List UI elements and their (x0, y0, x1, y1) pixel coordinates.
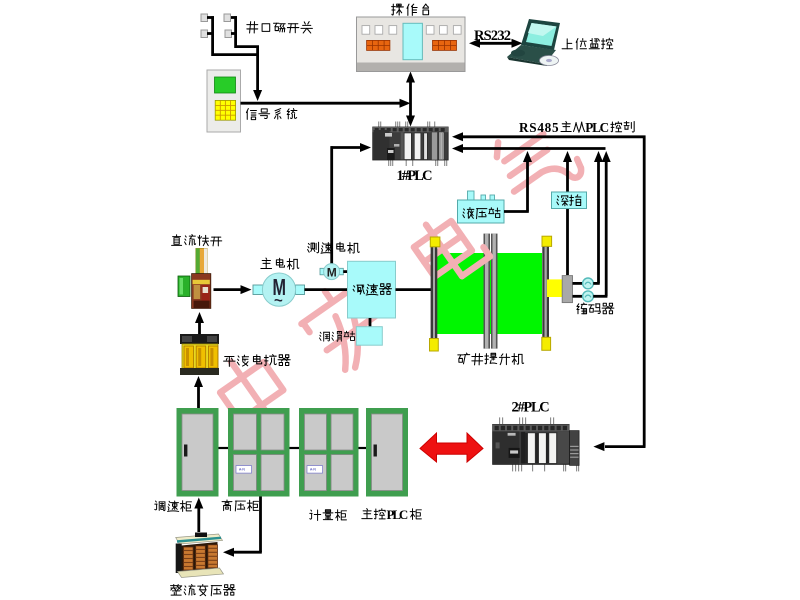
svg-text:A-N: A-N (239, 468, 245, 472)
svg-text:PLC: PLC (387, 507, 409, 522)
svg-text:2#PLC: 2#PLC (512, 399, 550, 415)
svg-text:M: M (273, 274, 287, 300)
svg-text:M: M (327, 265, 337, 279)
svg-text:RS485: RS485 (519, 120, 559, 135)
svg-text:1#PLC: 1#PLC (397, 168, 433, 184)
svg-text:~: ~ (274, 293, 283, 310)
svg-text:A-N: A-N (310, 468, 316, 472)
svg-text:RS232: RS232 (474, 28, 511, 44)
svg-text:PLC: PLC (585, 120, 609, 135)
